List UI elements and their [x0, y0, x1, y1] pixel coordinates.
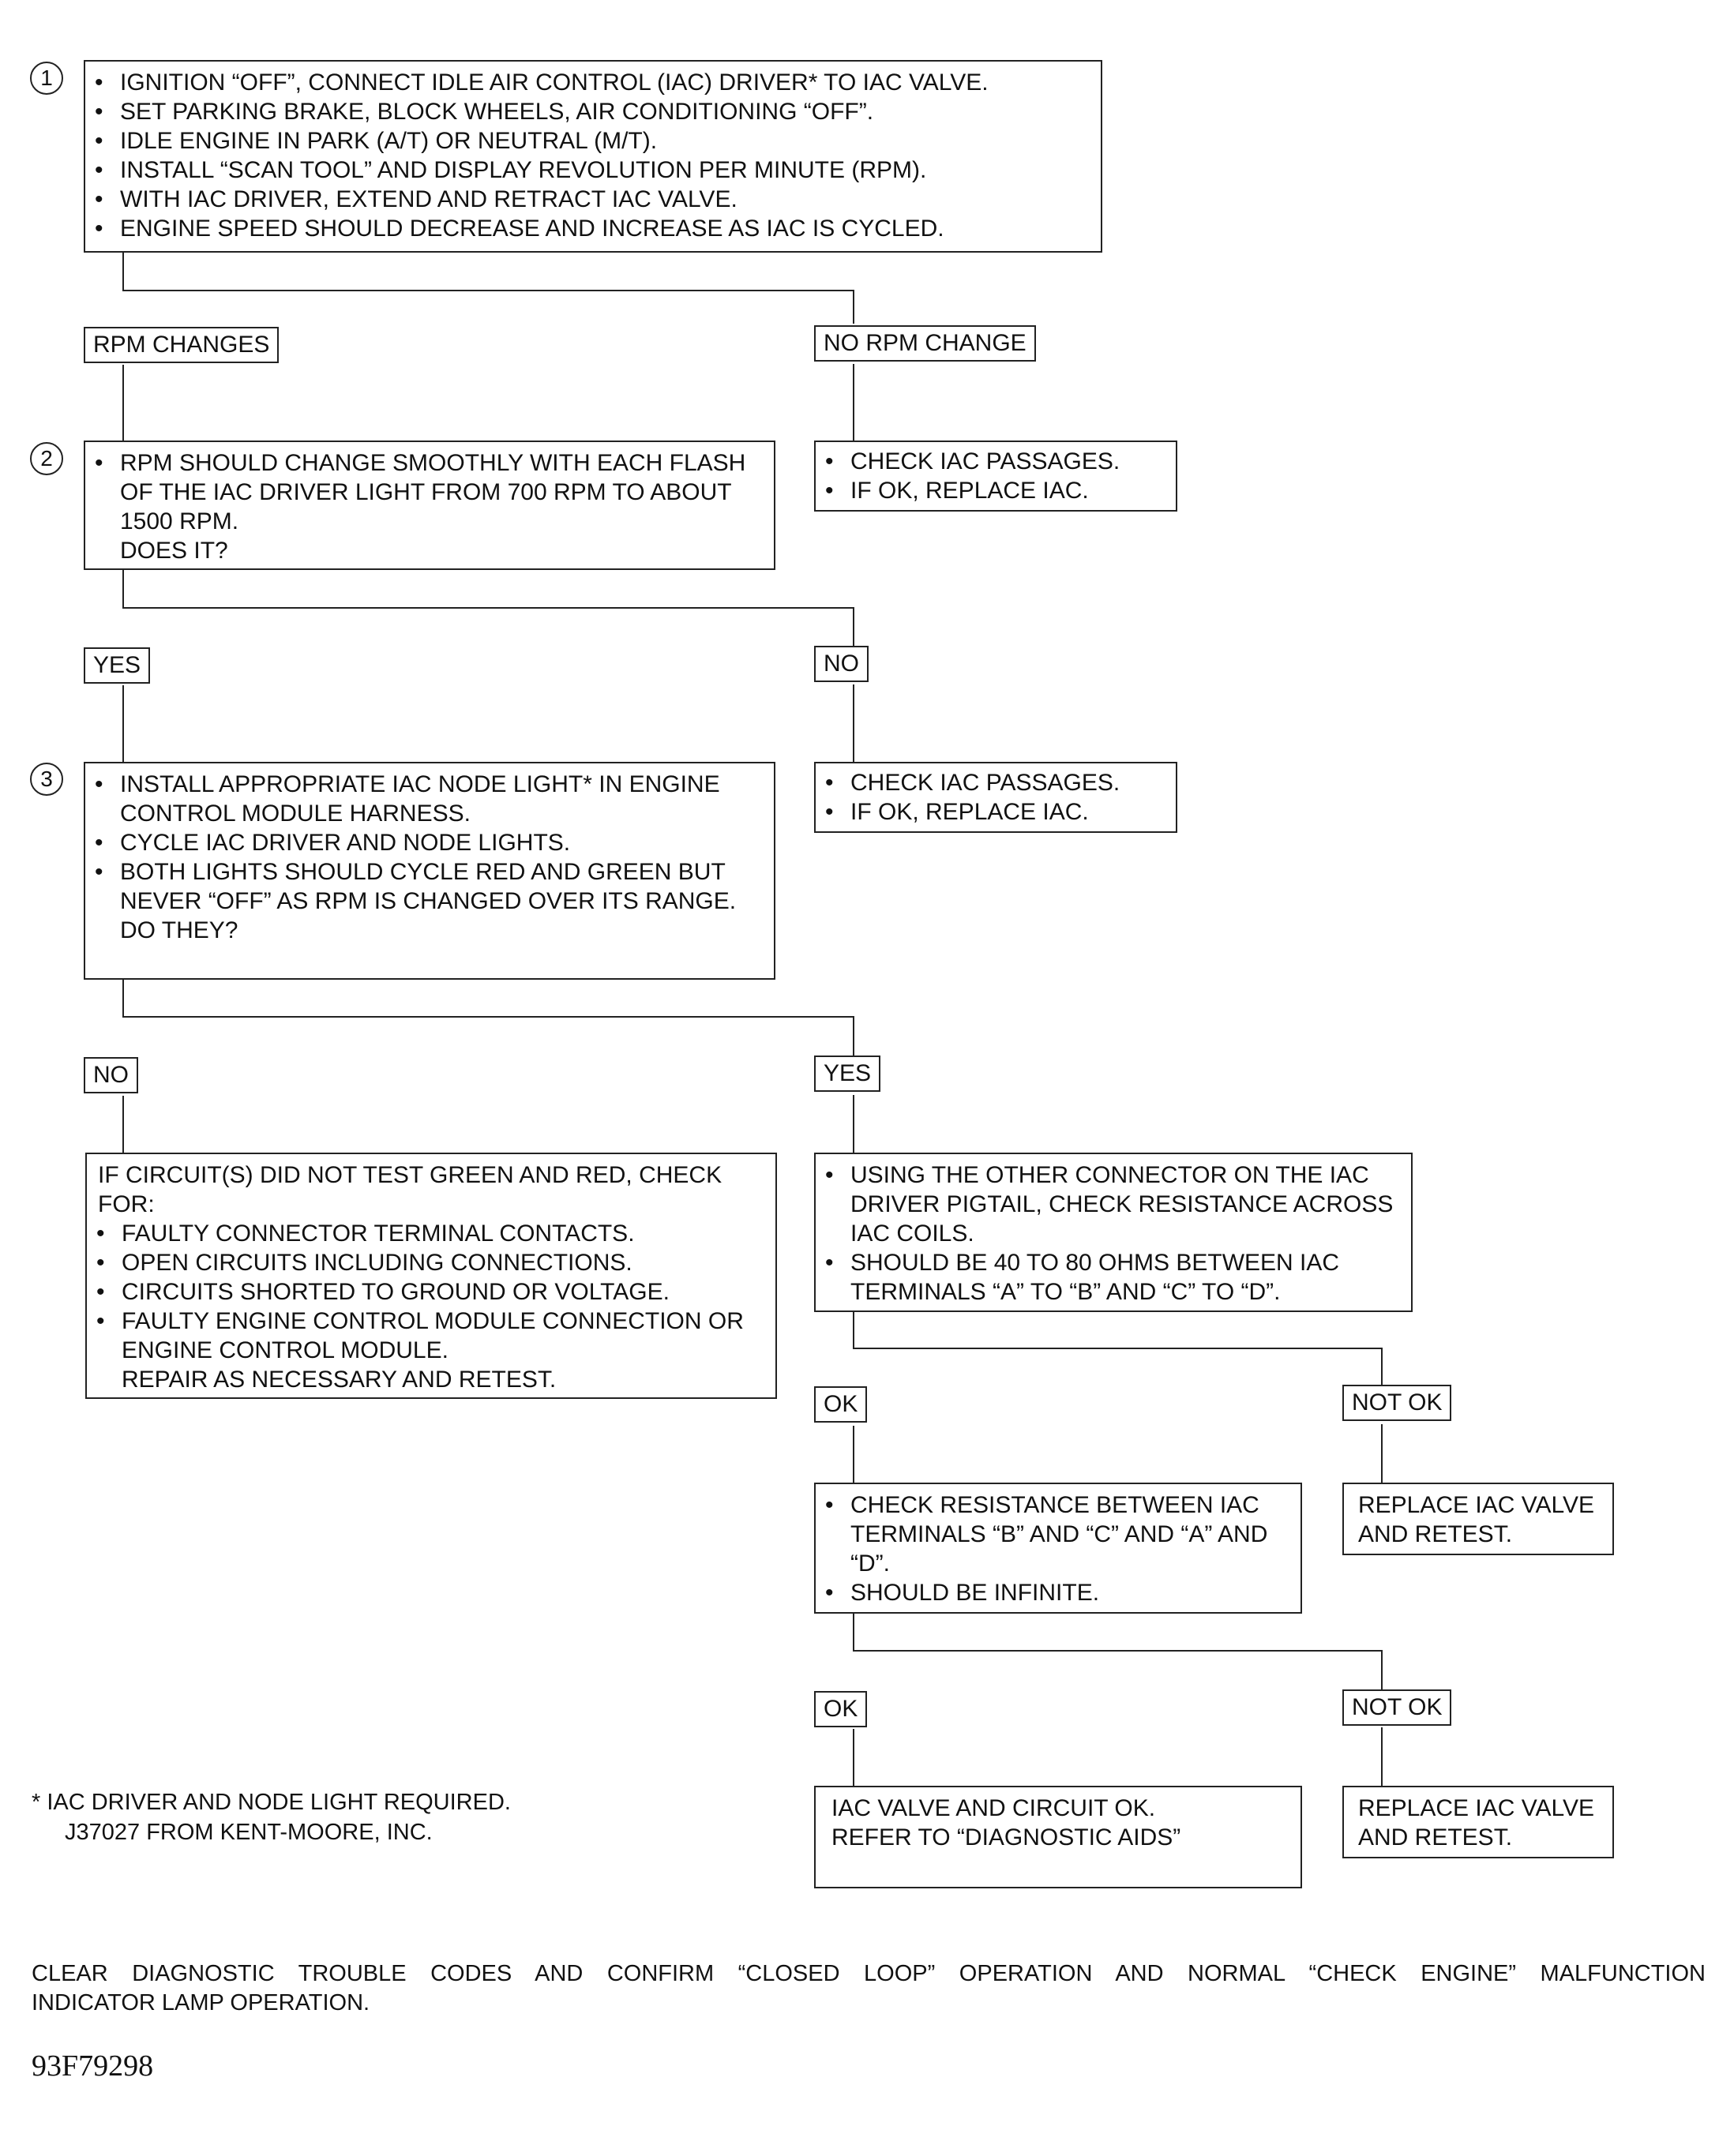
circuit-check-tail: REPAIR AS NECESSARY AND RETEST. [122, 1367, 557, 1393]
step-3-item: CYCLE IAC DRIVER AND NODE LIGHTS. [85, 828, 758, 857]
valve-ok-line: IAC VALVE AND CIRCUIT OK. [831, 1795, 1156, 1821]
label-yes-1: YES [84, 647, 151, 684]
valve-ok-line: REFER TO “DIAGNOSTIC AIDS” [831, 1824, 1181, 1850]
label-not-ok-1: NOT OK [1342, 1385, 1452, 1421]
check-passages-item: IF OK, REPLACE IAC. [816, 797, 1168, 827]
footer-instruction: CLEAR DIAGNOSTIC TROUBLE CODES AND CONFI… [32, 1961, 1706, 1986]
footnote-line: * IAC DRIVER AND NODE LIGHT REQUIRED. [32, 1790, 511, 1815]
step-number-1: 1 [30, 62, 63, 95]
resistance-coils-box: USING THE OTHER CONNECTOR ON THE IAC DRI… [814, 1153, 1413, 1312]
footnote-line: J37027 FROM KENT-MOORE, INC. [65, 1820, 433, 1845]
step-1-box: IGNITION “OFF”, CONNECT IDLE AIR CONTROL… [84, 60, 1102, 253]
step-number-3: 3 [30, 763, 63, 796]
resistance-terminals-item: SHOULD BE INFINITE. [816, 1578, 1293, 1607]
replace-iac-box-2: REPLACE IAC VALVE AND RETEST. [1342, 1786, 1614, 1858]
step-3-box: INSTALL APPROPRIATE IAC NODE LIGHT* IN E… [84, 762, 775, 980]
footer-instruction-cont: INDICATOR LAMP OPERATION. [32, 1990, 370, 2015]
step-1-item: SET PARKING BRAKE, BLOCK WHEELS, AIR CON… [85, 97, 1093, 126]
label-ok-2: OK [814, 1691, 868, 1727]
label-yes-2: YES [814, 1056, 881, 1092]
label-no-2: NO [84, 1057, 138, 1093]
step-1-item: WITH IAC DRIVER, EXTEND AND RETRACT IAC … [85, 185, 1093, 214]
step-3-item: INSTALL APPROPRIATE IAC NODE LIGHT* IN E… [85, 770, 758, 828]
label-not-ok-2: NOT OK [1342, 1689, 1452, 1726]
circuit-check-item: FAULTY ENGINE CONTROL MODULE CONNECTION … [87, 1307, 760, 1365]
check-passages-box-1: CHECK IAC PASSAGES. IF OK, REPLACE IAC. [814, 441, 1177, 512]
circuit-check-intro: IF CIRCUIT(S) DID NOT TEST GREEN AND RED… [98, 1162, 722, 1217]
step-1-item: INSTALL “SCAN TOOL” AND DISPLAY REVOLUTI… [85, 156, 1093, 185]
replace-iac-text: REPLACE IAC VALVE AND RETEST. [1358, 1795, 1595, 1850]
check-passages-box-2: CHECK IAC PASSAGES. IF OK, REPLACE IAC. [814, 762, 1177, 833]
step-number-2: 2 [30, 442, 63, 475]
step-1-item: IDLE ENGINE IN PARK (A/T) OR NEUTRAL (M/… [85, 126, 1093, 156]
circuit-check-item: CIRCUITS SHORTED TO GROUND OR VOLTAGE. [87, 1277, 760, 1307]
resistance-coils-item: SHOULD BE 40 TO 80 OHMS BETWEEN IAC TERM… [816, 1248, 1405, 1307]
step-3-item: BOTH LIGHTS SHOULD CYCLE RED AND GREEN B… [85, 857, 758, 916]
circuit-check-box: IF CIRCUIT(S) DID NOT TEST GREEN AND RED… [85, 1153, 777, 1399]
replace-iac-box-1: REPLACE IAC VALVE AND RETEST. [1342, 1483, 1614, 1555]
figure-id: 93F79298 [32, 2049, 154, 2083]
resistance-terminals-item: CHECK RESISTANCE BETWEEN IAC TERMINALS “… [816, 1490, 1293, 1578]
check-passages-item: CHECK IAC PASSAGES. [816, 447, 1168, 476]
step-3-question: DO THEY? [120, 917, 238, 943]
resistance-coils-item: USING THE OTHER CONNECTOR ON THE IAC DRI… [816, 1160, 1405, 1248]
footnote: * IAC DRIVER AND NODE LIGHT REQUIRED. J3… [32, 1787, 511, 1847]
check-passages-item: CHECK IAC PASSAGES. [816, 768, 1168, 797]
check-passages-item: IF OK, REPLACE IAC. [816, 476, 1168, 505]
circuit-check-item: OPEN CIRCUITS INCLUDING CONNECTIONS. [87, 1248, 760, 1277]
label-no-rpm-change: NO RPM CHANGE [814, 325, 1036, 362]
step-2-question: DOES IT? [120, 538, 228, 564]
step-1-item: IGNITION “OFF”, CONNECT IDLE AIR CONTROL… [85, 68, 1093, 97]
replace-iac-text: REPLACE IAC VALVE AND RETEST. [1358, 1492, 1595, 1547]
resistance-terminals-box: CHECK RESISTANCE BETWEEN IAC TERMINALS “… [814, 1483, 1302, 1614]
step-1-item: ENGINE SPEED SHOULD DECREASE AND INCREAS… [85, 214, 1093, 243]
label-no-1: NO [814, 646, 869, 682]
label-rpm-changes: RPM CHANGES [84, 327, 280, 363]
label-ok-1: OK [814, 1386, 868, 1423]
circuit-check-item: FAULTY CONNECTOR TERMINAL CONTACTS. [87, 1219, 760, 1248]
valve-ok-box: IAC VALVE AND CIRCUIT OK. REFER TO “DIAG… [814, 1786, 1302, 1888]
step-2-item: RPM SHOULD CHANGE SMOOTHLY WITH EACH FLA… [85, 448, 758, 536]
step-2-box: RPM SHOULD CHANGE SMOOTHLY WITH EACH FLA… [84, 441, 775, 570]
